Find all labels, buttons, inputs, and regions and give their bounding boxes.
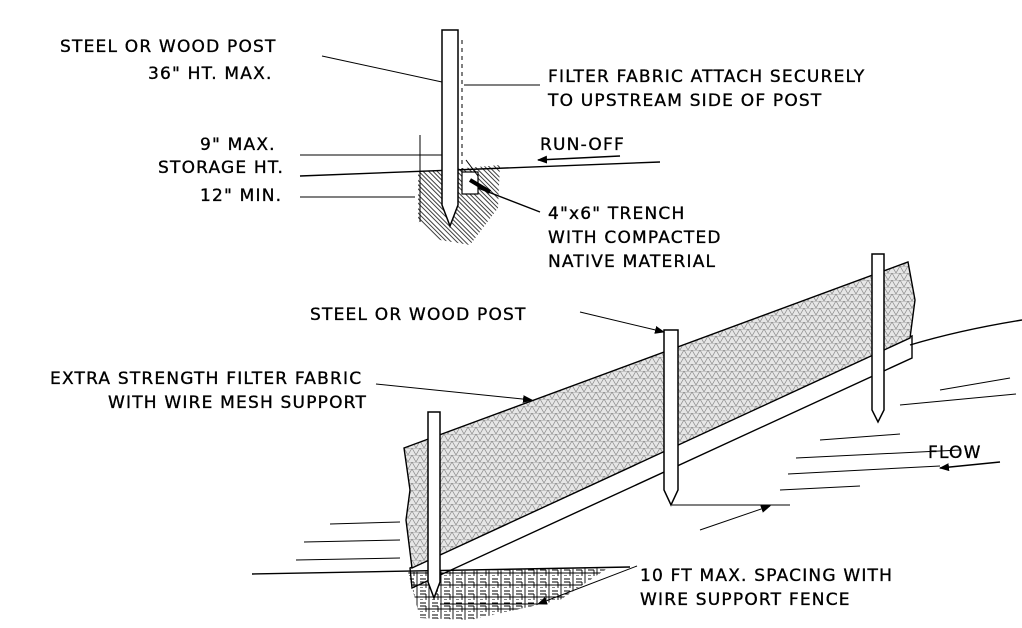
perspective-soil (408, 568, 608, 620)
perspective-view: STEEL OR WOOD POST EXTRA STRENGTH FILTER… (50, 253, 1022, 620)
perspective-ground (251, 566, 631, 575)
spacing-leader (537, 565, 638, 605)
storage-line2: STORAGE HT. (158, 158, 284, 178)
post-middle (663, 329, 679, 507)
post-label-line1: STEEL OR WOOD POST (60, 37, 277, 57)
fabric-attach-line1: FILTER FABRIC ATTACH SECURELY (548, 67, 866, 87)
runoff-arrow (537, 155, 621, 164)
post-right (871, 253, 885, 424)
flow-label: FLOW (928, 443, 982, 463)
post-leader (321, 55, 443, 83)
post-label-line2: 36" HT. MAX. (148, 64, 273, 84)
flow-arrow (939, 461, 1001, 472)
detail-ground-line (299, 161, 661, 177)
flow-hatch (295, 377, 1017, 561)
embed-label: 12" MIN. (200, 186, 282, 206)
post-left (427, 411, 441, 601)
fabric-leader (375, 383, 533, 404)
storage-line1: 9" MAX. (200, 135, 276, 155)
trench-line1: 4"x6" TRENCH (548, 204, 685, 224)
persp-fabric-line2: WITH WIRE MESH SUPPORT (108, 393, 367, 413)
trench-line2: WITH COMPACTED (548, 228, 722, 248)
spacing-line1: 10 FT MAX. SPACING WITH (640, 566, 893, 586)
filter-fabric (403, 261, 916, 570)
section-detail: STEEL OR WOOD POST 36" HT. MAX. FILTER F… (60, 29, 866, 272)
persp-fabric-line1: EXTRA STRENGTH FILTER FABRIC (50, 369, 362, 389)
spacing-line2: WIRE SUPPORT FENCE (640, 590, 851, 610)
detail-soil (418, 165, 500, 245)
trench-line3: NATIVE MATERIAL (548, 252, 716, 272)
slope-line (909, 319, 1022, 346)
fabric-attach-line2: TO UPSTREAM SIDE OF POST (547, 91, 823, 111)
spacing-arrow-upper (699, 505, 771, 531)
detail-post (441, 29, 459, 229)
post-label-leader (579, 311, 665, 334)
runoff-label: RUN-OFF (540, 135, 625, 155)
persp-post-label: STEEL OR WOOD POST (310, 305, 527, 325)
